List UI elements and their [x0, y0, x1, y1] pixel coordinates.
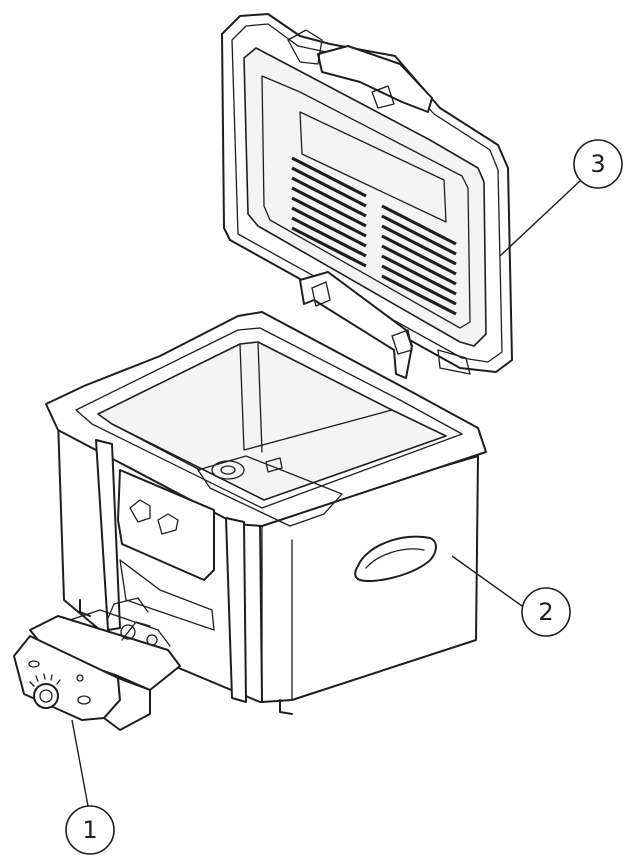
body-drain-plug-inner — [220, 465, 236, 475]
callout-3: 3 — [499, 139, 623, 257]
callout-1: 1 — [65, 719, 115, 855]
thermostat-scale-marks — [29, 673, 61, 687]
callout-1-leader — [71, 719, 89, 807]
callout-2: 2 — [451, 555, 571, 637]
callout-3-leader — [499, 179, 582, 257]
control-unit-terminal — [120, 624, 136, 640]
lid-hinge-arm — [299, 271, 413, 379]
body-side-handle-grip — [365, 548, 425, 569]
body-side-handle — [354, 535, 437, 582]
lid-handle-clip — [371, 85, 395, 109]
lid-handle-tab — [287, 29, 323, 65]
callout-2-label: 2 — [538, 598, 553, 626]
body-foot-right — [279, 699, 293, 715]
body-drain-plug — [211, 460, 245, 480]
lid-hinge-pin — [311, 281, 413, 355]
callout-1-label: 1 — [82, 816, 97, 844]
callout-3-label: 3 — [590, 150, 605, 178]
lid-assembly — [221, 13, 513, 379]
lid-latch — [437, 349, 471, 375]
thermostat-knob-icon — [33, 683, 59, 709]
body-control-mount — [117, 469, 215, 581]
body-control-mount-slot — [129, 499, 179, 535]
lid-top-handle — [317, 45, 433, 113]
control-unit-right-face — [103, 677, 151, 731]
lid-window-frame — [299, 111, 447, 223]
fryer-body — [45, 311, 487, 715]
lid-panel-recess — [261, 75, 471, 329]
body-front-recess — [119, 559, 215, 631]
lid-filter-grille-left — [291, 156, 367, 268]
control-unit-terminal-2 — [146, 634, 158, 646]
indicator-light-icon — [77, 695, 91, 705]
body-right-rail — [225, 517, 247, 703]
control-unit — [13, 597, 181, 731]
callout-2-leader — [451, 555, 523, 607]
control-unit-element-bracket — [69, 597, 171, 647]
reset-button-icon — [76, 674, 84, 682]
lid-filter-grille-right — [381, 204, 457, 316]
thermostat-knob-center-icon — [39, 689, 53, 703]
body-sensor-tab — [265, 457, 283, 473]
callout-1-circle — [65, 805, 115, 855]
body-inner-back-wall — [111, 341, 393, 471]
body-left-rail — [95, 439, 121, 631]
body-rim-inner-edge — [75, 327, 463, 509]
lid-frame-inner-edge — [231, 23, 503, 363]
body-corner-edge — [261, 519, 293, 701]
callout-2-circle — [521, 587, 571, 637]
body-heating-well — [197, 455, 343, 527]
callout-3-circle — [573, 139, 623, 189]
power-light-icon — [28, 660, 40, 668]
